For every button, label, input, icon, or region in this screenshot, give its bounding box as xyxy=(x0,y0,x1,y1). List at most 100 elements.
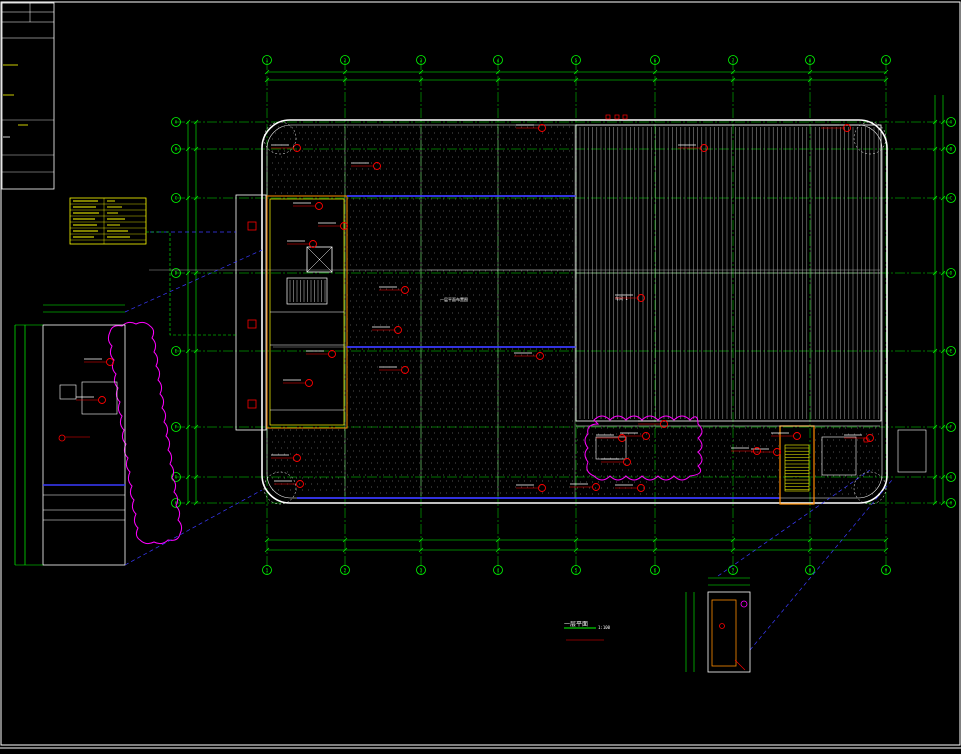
striped-workshop-area xyxy=(575,124,882,422)
dimension-tick xyxy=(940,348,946,354)
hatch-pattern xyxy=(272,429,345,491)
legend-scale: 1:100 xyxy=(598,625,611,630)
axis-bubble-bottom xyxy=(340,565,350,575)
dimension-tick xyxy=(573,537,579,543)
dimension-tick xyxy=(932,424,938,430)
callout-bubble xyxy=(538,124,546,132)
callout-bubble xyxy=(843,124,851,132)
axis-bubble-bottom xyxy=(493,565,503,575)
axis-bubble-right xyxy=(946,498,956,508)
hatch-pattern xyxy=(577,427,779,495)
title-block xyxy=(1,2,55,190)
yellow-legend-table xyxy=(69,197,147,245)
dimension-tick xyxy=(932,119,938,125)
callout-bubble xyxy=(328,350,336,358)
axis-label-top: 1 xyxy=(266,58,269,63)
dimension-tick xyxy=(193,474,199,480)
marker-square xyxy=(863,437,869,443)
dimension-tick xyxy=(495,69,501,75)
callout-bubble xyxy=(373,162,381,170)
axis-label-bottom: 6 xyxy=(654,568,657,573)
dimension-tick xyxy=(940,270,946,276)
axis-bubble-bottom xyxy=(262,565,272,575)
scale-legend: 一层平面 1:100 xyxy=(564,621,611,641)
axis-label-right: D xyxy=(950,271,953,276)
axis-label-right: B xyxy=(950,147,953,152)
dimension-tick xyxy=(185,424,191,430)
dimension-tick xyxy=(193,270,199,276)
axis-bubble-bottom xyxy=(881,565,891,575)
callout-bubble xyxy=(536,352,544,360)
callout-bubble xyxy=(660,420,668,428)
axis-label-bottom: 5 xyxy=(575,568,578,573)
axis-label-left: H xyxy=(175,501,178,506)
dimension-tick xyxy=(495,537,501,543)
right-stair-treads xyxy=(784,444,810,492)
dimension-tick xyxy=(652,77,658,83)
callout-bubble xyxy=(618,434,626,442)
dimension-tick xyxy=(730,537,736,543)
dimension-tick xyxy=(185,270,191,276)
dimension-tick xyxy=(185,348,191,354)
axis-bubble-left xyxy=(171,268,181,278)
dimension-tick xyxy=(193,348,199,354)
dimension-tick xyxy=(193,424,199,430)
axis-label-top: 6 xyxy=(654,58,657,63)
dimension-tick xyxy=(264,537,270,543)
axis-label-left: E xyxy=(175,349,178,354)
dimension-tick xyxy=(730,77,736,83)
axis-bubble-top xyxy=(416,55,426,65)
callout-bubble xyxy=(753,447,761,455)
dimension-tick xyxy=(418,69,424,75)
legend-title: 一层平面 xyxy=(564,621,588,628)
hatch-pattern xyxy=(815,427,879,495)
axis-bubble-top xyxy=(571,55,581,65)
axis-label-top: 5 xyxy=(575,58,578,63)
axis-label-right: A xyxy=(950,120,953,125)
axis-bubble-top xyxy=(493,55,503,65)
axis-bubble-left xyxy=(171,422,181,432)
dimension-tick xyxy=(652,537,658,543)
green-dashed-link xyxy=(146,231,236,336)
dimension-tick xyxy=(418,77,424,83)
dimension-tick xyxy=(264,547,270,553)
axis-bubble-left xyxy=(171,472,181,482)
dimension-tick xyxy=(185,500,191,506)
dimension-tick xyxy=(418,537,424,543)
core-stair-treads xyxy=(289,280,326,302)
axis-bubble-right xyxy=(946,346,956,356)
dimension-tick xyxy=(940,195,946,201)
callout-bubble xyxy=(773,448,781,456)
axis-label-left: B xyxy=(175,147,178,152)
dimension-tick xyxy=(807,547,813,553)
axis-label-left: C xyxy=(175,196,178,201)
callout-bubble xyxy=(98,396,106,404)
left-detail-drawing xyxy=(14,304,126,566)
axis-label-bottom: 7 xyxy=(732,568,735,573)
dimension-tick xyxy=(193,146,199,152)
detail-leader-lines xyxy=(124,231,893,651)
revision-clouds xyxy=(107,321,703,545)
dimension-tick xyxy=(342,69,348,75)
axis-label-top: 9 xyxy=(885,58,888,63)
dimension-tick xyxy=(883,547,889,553)
axis-bubble-right xyxy=(946,117,956,127)
callout-bubble xyxy=(106,358,114,366)
axis-label-top: 2 xyxy=(344,58,347,63)
dimension-tick xyxy=(940,424,946,430)
callout-bubble xyxy=(637,294,645,302)
dimension-tick xyxy=(730,547,736,553)
axis-bubble-right xyxy=(946,422,956,432)
axis-bubble-left xyxy=(171,117,181,127)
dimension-tick xyxy=(185,146,191,152)
axis-bubble-left xyxy=(171,346,181,356)
dimension-tick xyxy=(185,195,191,201)
dimension-tick xyxy=(940,119,946,125)
callout-bubble xyxy=(637,484,645,492)
marker-square xyxy=(605,114,611,120)
corner-arc xyxy=(853,471,887,505)
dimension-tick xyxy=(932,146,938,152)
dimension-tick xyxy=(264,69,270,75)
